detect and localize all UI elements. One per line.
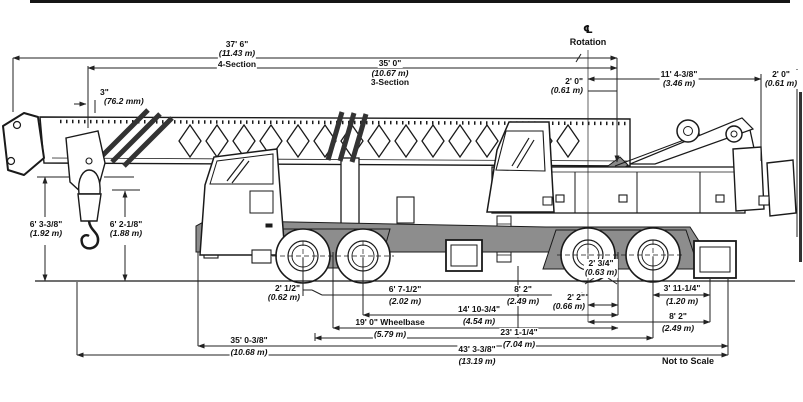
dim-tip-offset-imperial: 3" — [99, 87, 110, 98]
dim-boom-3-section-metric: (10.67 m) 3-Section — [369, 68, 411, 88]
tip-bolt-lower — [6, 156, 16, 166]
dim-boom-4-section-note: 4-Section — [216, 59, 258, 70]
dim-3-11-metric: (1.20 m) — [664, 296, 700, 307]
dim-2-half: 2' 1/2" (0.62 m) — [266, 283, 301, 303]
dim-leader-2-34-left — [584, 277, 595, 285]
windshield — [209, 153, 274, 185]
cab-step — [251, 249, 272, 264]
dim-8-2-mid-metric: (2.49 m) — [505, 296, 541, 307]
gantry-sheave-right — [725, 125, 743, 143]
door-handle — [265, 223, 273, 228]
scan-bar-right — [799, 92, 802, 262]
scan-bar-top — [30, 0, 790, 3]
dim-tick-37-6 — [575, 53, 582, 63]
boom-head-stripes — [98, 108, 174, 168]
hook-block-body — [77, 193, 102, 222]
counterweight-link — [758, 195, 770, 206]
tip-bolt-upper — [12, 120, 22, 130]
dim-14-10-metric: (4.54 m) — [461, 316, 497, 327]
superstructure — [486, 117, 797, 263]
dim-wheelbase-imperial: 19' 0" Wheelbase — [354, 317, 426, 328]
dim-3-11-imperial: 3' 11-1/4" — [662, 283, 702, 294]
cab-vent — [542, 196, 553, 206]
dimension-lines — [12, 50, 798, 358]
dim-23-1-metric: (7.04 m) — [501, 339, 537, 350]
dim-23-1-imperial: 23' 1-1/4" — [499, 327, 539, 338]
windshield-wiper-2 — [231, 160, 250, 184]
boom-tip-plate — [2, 112, 45, 176]
dim-6-2: 6' 2-1/8" (1.88 m) — [108, 219, 144, 239]
dim-11-4: 11' 4-3/8" (3.46 m) — [659, 69, 699, 89]
dim-wheelbase-metric: (5.79 m) — [372, 329, 408, 340]
boom-rest-post — [340, 157, 360, 227]
panel-latch-3 — [715, 194, 725, 203]
dim-43-3-metric: (13.19 m) — [457, 356, 497, 367]
dim-8-2-mid-imperial: 8' 2" — [513, 284, 533, 295]
dim-8-2-rear-imperial: 8' 2" — [668, 311, 688, 322]
hook — [80, 220, 100, 250]
dim-6-7-imperial: 6' 7-1/2" — [387, 284, 423, 295]
panel-latch-2 — [618, 194, 628, 203]
hook-block-sheave — [77, 169, 101, 195]
windshield-wiper-1 — [226, 158, 245, 182]
dim-14-10-imperial: 14' 10-3/4" — [457, 304, 501, 315]
operator-cab — [486, 121, 555, 213]
dim-2-0-rear: 2' 0" (0.61 m) — [763, 69, 799, 89]
boom-rest-stripes — [325, 111, 369, 163]
dim-35-03-imperial: 35' 0-3/8" — [229, 335, 269, 346]
driver-cab — [199, 148, 286, 256]
dim-tip-offset-metric: (76.2 mm) — [103, 96, 145, 107]
cab-wiper-1 — [511, 137, 530, 167]
chassis-tool-box — [396, 196, 415, 224]
dim-boom-4-section: 37' 6" (11.43 m) — [217, 39, 257, 59]
dim-2-34: 2' 3/4" (0.63 m) — [583, 258, 619, 278]
outriggers — [445, 239, 737, 279]
dim-2-2: 2' 2" (0.66 m) — [551, 292, 586, 312]
dim-6-3: 6' 3-3/8" (1.92 m) — [28, 219, 64, 239]
counterweight — [766, 159, 797, 217]
dim-8-2-rear-metric: (2.49 m) — [660, 323, 696, 334]
rotation-centerline-symbol: ℄ — [583, 23, 593, 36]
dim-35-03-metric: (10.68 m) — [229, 347, 269, 358]
scale-note: Not to Scale — [660, 356, 716, 367]
operator-cab-window — [495, 130, 546, 172]
cab-wiper-2 — [516, 139, 535, 169]
dim-43-3-imperial: 43' 3-3/8" — [457, 344, 497, 355]
dim-leader-2-34-right — [607, 277, 618, 285]
dim-2-0-centerline: 2' 0" (0.61 m) — [549, 76, 584, 96]
dim-boom-3-section-imperial: 35' 0" — [377, 58, 403, 69]
rear-box — [732, 146, 765, 212]
gantry-sheave-left — [676, 119, 700, 143]
panel-latch-1 — [555, 194, 565, 203]
dim-6-7-metric: (2.02 m) — [387, 296, 423, 307]
door-window — [249, 190, 274, 214]
rotation-centerline-label: Rotation — [568, 37, 608, 48]
sheave-pin-upper — [85, 157, 93, 165]
